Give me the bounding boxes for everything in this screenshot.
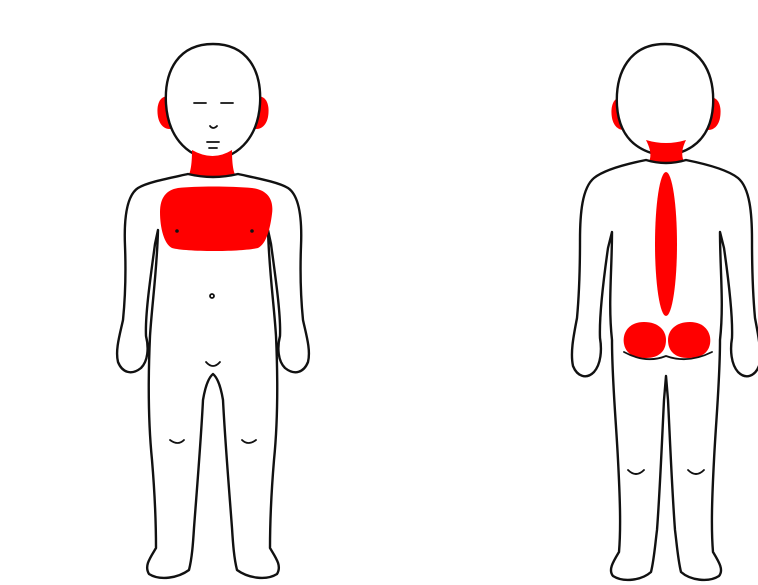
left-nipple <box>175 229 179 233</box>
back-head <box>617 44 713 156</box>
back-neck-region <box>646 140 686 162</box>
back-spine-region <box>655 172 677 316</box>
back-right-buttock-region <box>668 322 710 358</box>
back-left-buttock-region <box>624 322 666 358</box>
right-nipple <box>250 229 254 233</box>
front-chest-region <box>160 187 272 252</box>
front-view-figure <box>117 44 309 578</box>
back-view-figure <box>572 44 758 580</box>
